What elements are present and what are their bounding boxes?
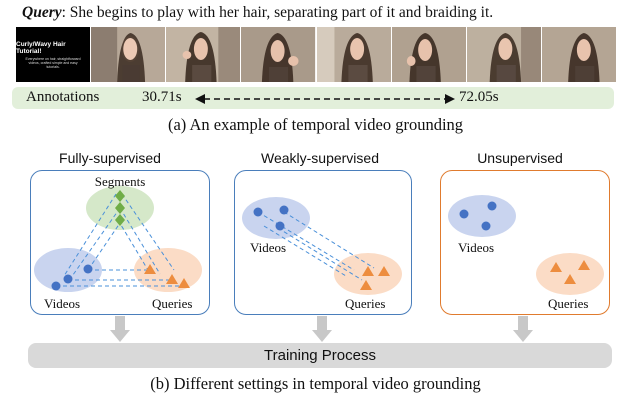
- segment-diamond: [115, 202, 125, 214]
- videos-cluster: [242, 197, 310, 239]
- down-arrow-icon: [513, 316, 533, 342]
- video-frame: [91, 27, 166, 82]
- unsupervised-box: [440, 170, 610, 315]
- video-frame: [466, 27, 541, 82]
- down-arrow-icon: [312, 316, 332, 342]
- video-frame: [316, 27, 391, 82]
- queries-label-weakly: Queries: [345, 296, 386, 311]
- videos-label-unsupervised: Videos: [458, 240, 495, 255]
- weakly-supervised-diagram: [242, 197, 402, 295]
- video-frame: [241, 27, 316, 82]
- end-time: 72.05s: [459, 89, 499, 105]
- annotations-label: Annotations: [26, 89, 100, 105]
- query-triangle: [166, 274, 178, 284]
- caption-b: (b) Different settings in temporal video…: [150, 374, 481, 393]
- videos-cluster: [448, 195, 516, 237]
- query-triangle: [362, 266, 374, 276]
- segment-diamond: [115, 214, 125, 226]
- query-label: Query: [22, 4, 62, 21]
- query-triangle: [578, 260, 590, 270]
- video-dot: [63, 274, 73, 284]
- videos-cluster: [34, 248, 102, 292]
- caption-a: (a) An example of temporal video groundi…: [167, 115, 464, 134]
- down-arrow-icon: [110, 316, 130, 342]
- time-range-arrow: [195, 94, 455, 104]
- videos-label-weakly: Videos: [250, 240, 287, 255]
- query-triangle: [550, 262, 562, 272]
- video-dot: [51, 281, 61, 291]
- video-dot: [275, 221, 285, 231]
- video-dot: [459, 209, 469, 219]
- video-frame: [391, 27, 466, 82]
- video-dot: [279, 205, 289, 215]
- setting-title-unsupervised: Unsupervised: [477, 150, 563, 166]
- videos-label-fully: Videos: [44, 296, 81, 311]
- video-title: Curly/Wavy Hair Tutorial!: [16, 40, 66, 55]
- video-subtitle: Everywhere on hair, straightforward vide…: [25, 56, 81, 69]
- video-frame: [541, 27, 616, 82]
- annotations-bar: [12, 87, 614, 109]
- queries-label-unsupervised: Queries: [548, 296, 589, 311]
- video-title-frame: Curly/Wavy Hair Tutorial! Everywhere on …: [16, 27, 91, 82]
- start-time: 30.71s: [142, 89, 182, 105]
- query-text: : She begins to play with her hair, sepa…: [61, 4, 494, 21]
- queries-label-fully: Queries: [152, 296, 193, 311]
- query-triangle: [178, 278, 190, 288]
- query-line: Query: She begins to play with her hair,…: [22, 4, 622, 22]
- query-triangle: [564, 274, 576, 284]
- unsupervised-diagram: [448, 195, 604, 295]
- setting-title-weakly: Weakly-supervised: [260, 150, 379, 166]
- query-triangle: [360, 280, 372, 290]
- video-dot: [253, 207, 263, 217]
- video-frames-strip: Curly/Wavy Hair Tutorial! Everywhere on …: [16, 27, 616, 82]
- training-process-label: Training Process: [264, 347, 376, 364]
- query-triangle: [144, 264, 156, 274]
- segment-diamond: [115, 190, 125, 202]
- setting-title-fully: Fully-supervised: [59, 150, 161, 166]
- video-dot: [83, 264, 93, 274]
- fully-supervised-box: [30, 170, 210, 315]
- weakly-supervised-box: [234, 170, 412, 315]
- fully-supervised-diagram: [34, 186, 202, 292]
- segments-label: Segments: [94, 174, 146, 189]
- video-frame: [166, 27, 241, 82]
- query-triangle: [378, 266, 390, 276]
- training-process-bar: [28, 343, 612, 368]
- video-dot: [481, 221, 491, 231]
- video-dot: [487, 201, 497, 211]
